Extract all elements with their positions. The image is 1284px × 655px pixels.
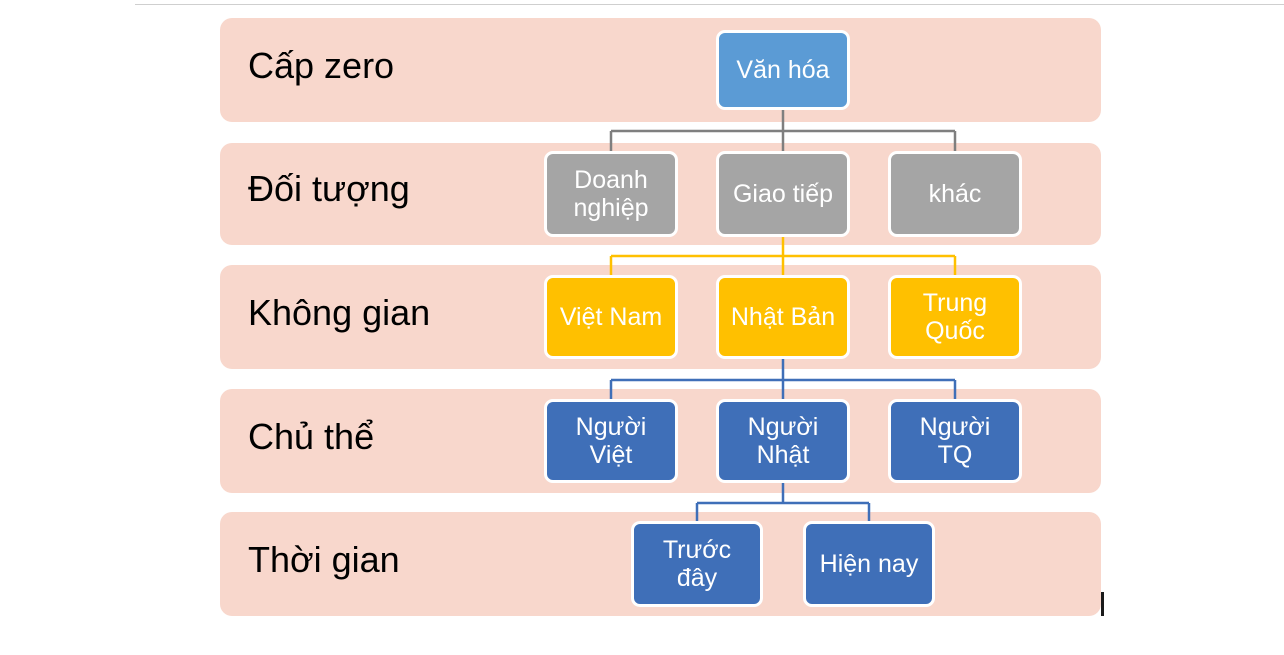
level-label-doi-tuong: Đối tượng — [248, 168, 410, 209]
node-trung-quoc[interactable]: Trung Quốc — [888, 275, 1022, 359]
node-nguoi-viet[interactable]: Người Việt — [544, 399, 678, 483]
level-label-cap-zero: Cấp zero — [248, 45, 395, 86]
level-label-thoi-gian: Thời gian — [248, 539, 400, 580]
node-nhat-ban[interactable]: Nhật Bản — [716, 275, 850, 359]
node-viet-nam[interactable]: Việt Nam — [544, 275, 678, 359]
node-nguoi-nhat[interactable]: Người Nhật — [716, 399, 850, 483]
node-giao-tiep[interactable]: Giao tiếp — [716, 151, 850, 237]
node-hien-nay[interactable]: Hiện nay — [803, 521, 935, 607]
node-doanh-nghiep[interactable]: Doanh nghiệp — [544, 151, 678, 237]
level-label-khong-gian: Không gian — [248, 292, 431, 333]
node-nguoi-tq[interactable]: Người TQ — [888, 399, 1022, 483]
level-band-cap-zero: Cấp zero — [220, 18, 1101, 122]
node-truoc-day[interactable]: Trước đây — [631, 521, 763, 607]
text-caret — [1101, 592, 1104, 616]
level-label-chu-the: Chủ thể — [248, 416, 375, 457]
node-khac[interactable]: khác — [888, 151, 1022, 237]
top-divider-line — [135, 4, 1284, 5]
node-van-hoa[interactable]: Văn hóa — [716, 30, 850, 110]
